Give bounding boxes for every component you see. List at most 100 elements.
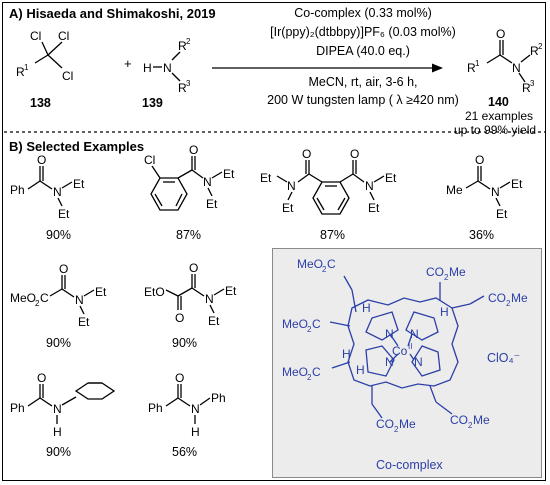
svg-text:Ph: Ph: [10, 401, 25, 415]
svg-text:N: N: [53, 402, 62, 416]
svg-text:O: O: [189, 143, 198, 157]
svg-text:CO: CO: [426, 265, 444, 279]
scheme-frame: [2, 2, 546, 481]
svg-text:H: H: [362, 301, 371, 315]
condition-solvent: MeCN, rt, air, 3-6 h,: [308, 75, 418, 89]
svg-text:2: 2: [394, 425, 399, 434]
svg-text:Et: Et: [511, 177, 523, 191]
svg-text:N: N: [53, 185, 62, 199]
reaction-arrow: [212, 63, 443, 73]
svg-text:R: R: [178, 39, 187, 53]
svg-text:R: R: [16, 65, 25, 79]
yield-5: 90%: [46, 336, 72, 350]
svg-text:EtO: EtO: [144, 285, 165, 299]
svg-text:Me: Me: [399, 417, 416, 431]
svg-text:N: N: [75, 293, 84, 307]
svg-text:O: O: [175, 311, 184, 325]
svg-text:N: N: [414, 355, 423, 369]
svg-text:N: N: [205, 292, 214, 306]
svg-text:CO: CO: [488, 291, 506, 305]
svg-text:Et: Et: [223, 167, 235, 181]
product-7: Ph O N H: [10, 371, 116, 439]
svg-text:CO: CO: [376, 417, 394, 431]
product-2: Cl O N Et Et: [144, 143, 235, 211]
svg-text:3: 3: [530, 79, 535, 88]
svg-text:N: N: [491, 185, 500, 199]
svg-text:2: 2: [307, 325, 312, 334]
svg-text:H: H: [356, 363, 365, 377]
svg-text:3: 3: [186, 79, 191, 88]
svg-text:Et: Et: [95, 285, 107, 299]
svg-text:1: 1: [24, 63, 29, 72]
svg-text:O: O: [37, 153, 46, 167]
section-a-title: A) Hisaeda and Shimakoshi, 2019: [9, 6, 216, 21]
yield-2: 87%: [176, 228, 202, 242]
svg-text:O: O: [37, 371, 46, 385]
svg-text:C: C: [40, 291, 49, 305]
svg-text:2: 2: [186, 37, 191, 46]
svg-text:Co: Co: [392, 344, 408, 358]
svg-text:Ph: Ph: [211, 391, 226, 405]
svg-text:Et: Et: [58, 207, 70, 221]
svg-text:N: N: [191, 402, 200, 416]
svg-text:Et: Et: [260, 171, 272, 185]
svg-text:N: N: [385, 355, 394, 369]
svg-text:Et: Et: [78, 315, 90, 329]
svg-text:2: 2: [444, 273, 449, 282]
svg-text:2: 2: [506, 299, 511, 308]
condition-photocatalyst: [Ir(ppy)₂(dtbbpy)]PF₆ (0.03 mol%): [270, 25, 456, 39]
svg-text:1: 1: [475, 59, 480, 68]
condition-base: DIPEA (40.0 eq.): [316, 44, 410, 58]
svg-text:2: 2: [468, 421, 473, 430]
svg-text:O: O: [302, 147, 311, 161]
product-8: Ph O N H Ph: [148, 371, 226, 439]
section-b-title: B) Selected Examples: [9, 139, 145, 154]
svg-text:O: O: [189, 261, 198, 275]
product-1: Ph O N Et Et: [10, 153, 85, 221]
svg-text:Cl: Cl: [30, 29, 41, 43]
svg-text:II: II: [408, 342, 412, 351]
svg-text:O: O: [496, 27, 505, 41]
svg-text:C: C: [312, 365, 321, 379]
svg-text:2: 2: [322, 265, 327, 274]
svg-text:C: C: [327, 257, 336, 271]
svg-text:Ph: Ph: [10, 183, 25, 197]
svg-text:Me: Me: [473, 413, 490, 427]
svg-text:C: C: [312, 317, 321, 331]
svg-text:CO: CO: [450, 413, 468, 427]
svg-text:MeO: MeO: [297, 257, 323, 271]
svg-text:H: H: [342, 347, 351, 361]
svg-text:R: R: [522, 81, 531, 95]
svg-text:N: N: [385, 327, 394, 341]
svg-text:N: N: [287, 179, 296, 193]
svg-text:H: H: [143, 61, 152, 75]
condition-light: 200 W tungsten lamp ( λ ≥420 nm): [267, 93, 459, 107]
label-140: 140: [488, 95, 509, 109]
svg-text:H: H: [53, 425, 62, 439]
svg-text:N: N: [410, 327, 419, 341]
svg-text:Me: Me: [511, 291, 528, 305]
svg-text:Cl: Cl: [62, 69, 73, 83]
complex-label: Co-complex: [376, 458, 443, 472]
svg-text:MeO: MeO: [282, 317, 308, 331]
svg-text:Cl: Cl: [144, 153, 155, 167]
svg-text:R: R: [467, 61, 476, 75]
svg-text:Et: Et: [208, 314, 220, 328]
yield-1: 90%: [46, 228, 72, 242]
svg-text:2: 2: [538, 42, 543, 51]
yield-6: 90%: [172, 336, 198, 350]
yield-4: 36%: [469, 228, 495, 242]
svg-text:Et: Et: [368, 201, 380, 215]
svg-text:Et: Et: [225, 284, 237, 298]
label-138: 138: [30, 96, 51, 110]
svg-text:2: 2: [35, 299, 40, 308]
svg-text:MeO: MeO: [10, 291, 36, 305]
svg-text:N: N: [512, 61, 521, 75]
yield-8: 56%: [172, 445, 198, 459]
product-6: EtO O O N Et Et: [144, 261, 237, 328]
svg-text:Cl: Cl: [58, 29, 69, 43]
svg-text:Me: Me: [449, 265, 466, 279]
